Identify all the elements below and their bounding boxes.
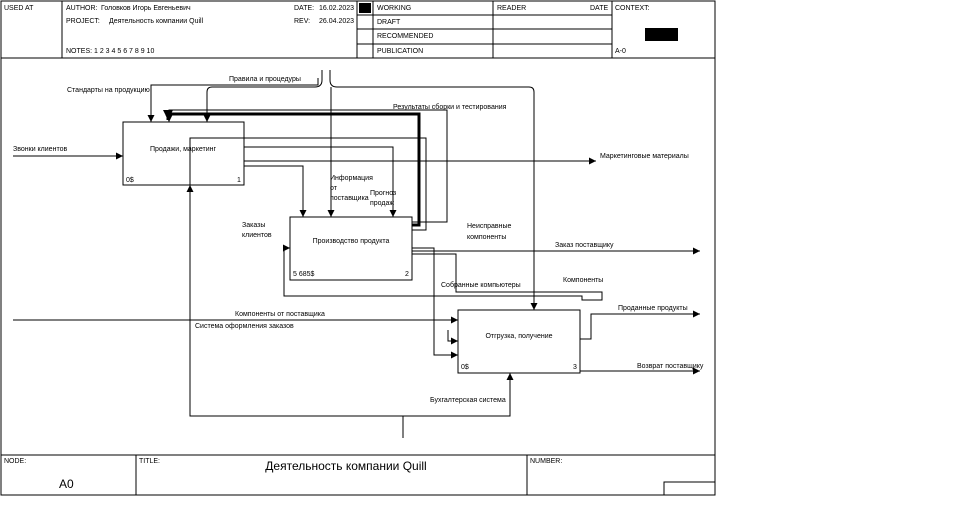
used-at-label: USED AT [4,5,34,12]
author-label: AUTHOR: [66,5,98,12]
label-orders-1: Заказы [242,222,265,229]
node-value: A0 [59,477,74,491]
label-faulty-2: компоненты [467,234,506,241]
title-label: TITLE: [139,458,160,465]
arrow-feedback-sales[interactable] [189,137,427,417]
label-supplier-info-1: Информация [330,175,373,182]
status-working: WORKING [377,5,411,12]
label-supplier-info-3: поставщика [330,195,369,202]
label-faulty-1: Неисправные [467,223,512,230]
label-rules: Правила и процедуры [229,76,301,83]
author-value: Головков Игорь Евгеньевич [101,5,191,12]
status-draft: DRAFT [377,19,401,26]
arrow-faulty[interactable] [283,244,603,301]
context-node: A-0 [615,48,626,55]
notes-label: NOTES: 1 2 3 4 5 6 7 8 9 10 [66,48,154,55]
box-cost: 0$ [126,177,134,184]
box-name: Отгрузка, получение [485,333,552,340]
label-test-results: Результаты сборки и тестирования [393,103,507,111]
box-number: 3 [573,364,577,371]
label-marketing: Маркетинговые материалы [600,153,689,160]
box-number: 1 [237,177,241,184]
context-thumbnail [645,28,678,41]
reader-date-label: DATE [590,5,608,12]
label-orders-2: клиентов [242,232,272,239]
label-calls: Звонки клиентов [13,146,67,153]
status-publication: PUBLICATION [377,48,423,55]
date-value: 16.02.2023 [319,5,354,12]
label-sold: Проданные продукты [618,305,688,312]
label-accounting: Бухгалтерская система [430,397,506,404]
context-label: CONTEXT: [615,5,650,12]
date-label: DATE: [294,5,314,12]
arrow-sold[interactable] [580,310,700,340]
label-assembled: Собранные компьютеры [441,281,521,289]
activity-box-sales[interactable]: Продажи, маркетинг 0$ 1 [122,121,245,186]
arrow-order-system [447,330,458,345]
working-status-marker [359,3,371,13]
arrow-components-bold[interactable] [163,110,421,227]
box-cost: 5 685$ [293,271,315,278]
arrow-orders[interactable] [244,165,307,217]
activity-box-shipping[interactable]: Отгрузка, получение 0$ 3 [457,309,581,374]
footer-frame [0,454,716,496]
label-forecast-2: продаж [370,200,394,207]
diagram-title: Деятельность компании Quill [265,459,426,473]
box-number: 2 [405,271,409,278]
box-name: Продажи, маркетинг [150,146,217,153]
label-standards: Стандарты на продукцию [67,87,150,94]
arrow-forecast[interactable] [244,146,397,217]
label-supplier-components: Компоненты от поставщика [235,311,325,318]
arrow-rules-right [329,70,538,310]
reader-label: READER [497,5,526,12]
rev-value: 26.04.2023 [319,18,354,25]
label-forecast-1: Прогноз [370,190,396,197]
activity-box-production[interactable]: Производство продукта 5 685$ 2 [289,216,413,281]
number-label: NUMBER: [530,458,562,465]
label-supplier-info-2: от [330,185,338,192]
node-label: NODE: [4,458,26,465]
status-recommended: RECOMMENDED [377,33,433,40]
arrow-accounting[interactable] [403,373,514,417]
project-value: Деятельность компании Quill [109,18,204,25]
arrow-standards[interactable] [147,78,319,122]
project-label: PROJECT: [66,18,100,25]
arrow-rules-top [203,70,323,122]
label-components: Компоненты [563,277,603,284]
rev-label: REV: [294,18,310,25]
arrow-assembled[interactable] [412,247,458,359]
box-name: Производство продукта [313,238,390,245]
box-cost: 0$ [461,364,469,371]
label-supplier-order: Заказ поставщику [555,242,614,249]
label-order-system: Система оформления заказов [195,323,294,330]
label-return: Возврат поставщику [637,363,704,370]
